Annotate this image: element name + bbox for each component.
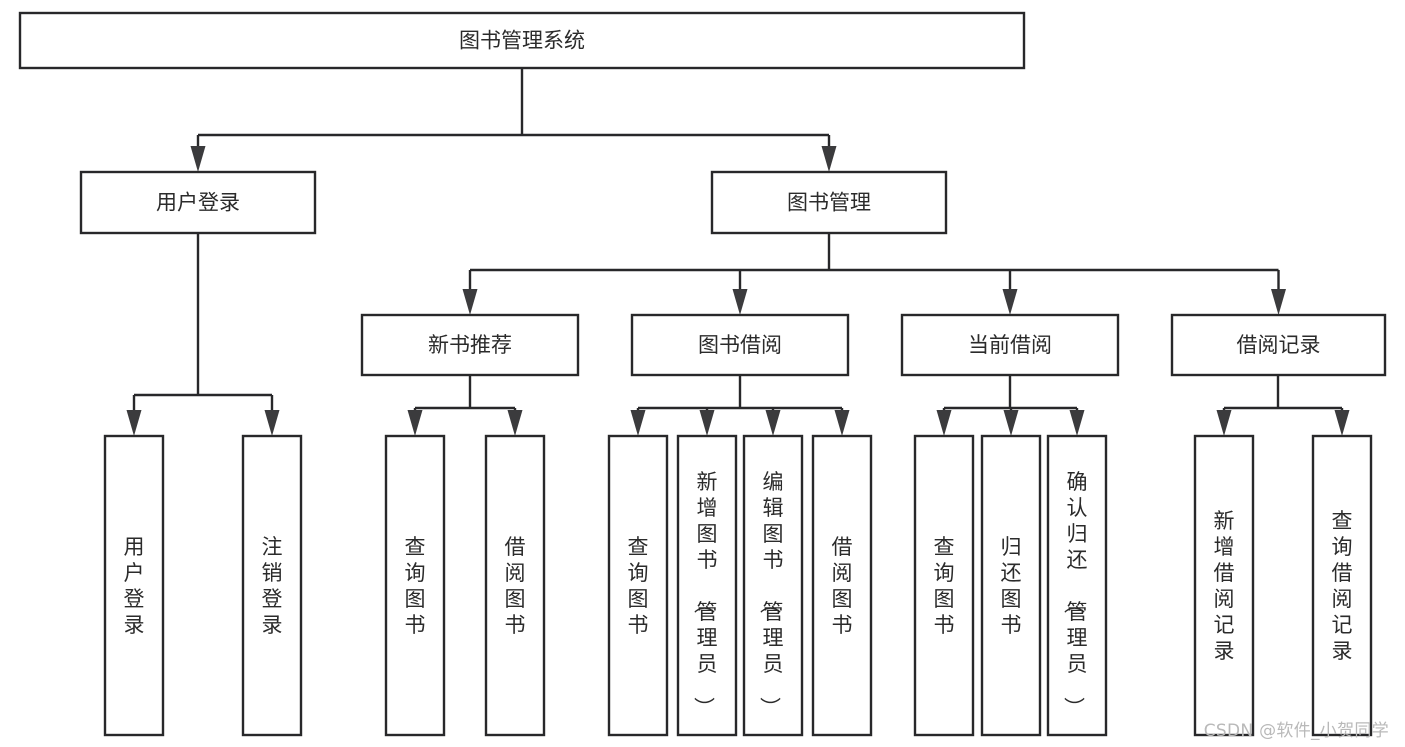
- arrow-head-icon: [1216, 410, 1232, 436]
- node-label: 新增借阅记录: [1214, 509, 1235, 663]
- node-label: 新书推荐: [428, 333, 512, 357]
- node-label: 归还图书: [1001, 535, 1022, 637]
- arrow-head-icon: [936, 410, 952, 436]
- node-label: 当前借阅: [968, 333, 1052, 357]
- node-box[interactable]: [384, 434, 446, 737]
- node-box[interactable]: [630, 313, 850, 377]
- connector-layer: [126, 68, 1350, 436]
- node-box[interactable]: [1046, 434, 1108, 737]
- arrow-head-icon: [765, 410, 781, 436]
- arrow-head-icon: [462, 289, 478, 315]
- arrow-head-icon: [821, 146, 837, 172]
- node-box[interactable]: [241, 434, 303, 737]
- arrow-head-icon: [1002, 289, 1018, 315]
- connector-c-newbook-leaves: [407, 375, 523, 436]
- node-box[interactable]: [710, 170, 948, 235]
- node-box[interactable]: [811, 434, 873, 737]
- arrow-head-icon: [834, 410, 850, 436]
- node-box[interactable]: [1193, 434, 1255, 737]
- arrow-head-icon: [126, 410, 142, 436]
- node-newbook[interactable]: 新书推荐: [360, 313, 580, 377]
- node-label: 查询图书: [628, 535, 649, 637]
- node-label: 查询图书: [405, 535, 426, 637]
- arrow-head-icon: [264, 410, 280, 436]
- node-box[interactable]: [360, 313, 580, 377]
- arrow-head-icon: [1271, 289, 1286, 315]
- node-box[interactable]: [484, 434, 546, 737]
- node-label: 编辑图书（管理员）: [758, 470, 784, 718]
- node-leaf13[interactable]: 查询借阅记录: [1311, 434, 1373, 737]
- node-box[interactable]: [742, 434, 804, 737]
- node-leaf12[interactable]: 新增借阅记录: [1193, 434, 1255, 737]
- node-leaf1[interactable]: 用户登录: [103, 434, 165, 737]
- node-box[interactable]: [1311, 434, 1373, 737]
- arrow-head-icon: [1003, 410, 1019, 436]
- node-box[interactable]: [103, 434, 165, 737]
- arrow-head-icon: [732, 289, 748, 315]
- arrow-head-icon: [190, 146, 206, 172]
- node-box[interactable]: [913, 434, 975, 737]
- node-leaf9[interactable]: 查询图书: [913, 434, 975, 737]
- node-box[interactable]: [18, 11, 1026, 70]
- watermark-text: CSDN @软件_小贺同学: [1203, 721, 1389, 741]
- node-leaf11[interactable]: 确认归还（管理员）: [1046, 434, 1108, 737]
- arrow-head-icon: [699, 410, 715, 436]
- node-label: 新增图书（管理员）: [692, 470, 718, 718]
- node-leaf7[interactable]: 编辑图书（管理员）: [742, 434, 804, 737]
- node-box[interactable]: [607, 434, 669, 737]
- node-records[interactable]: 借阅记录: [1170, 313, 1387, 377]
- node-leaf5[interactable]: 查询图书: [607, 434, 669, 737]
- node-label: 图书管理: [787, 191, 871, 215]
- node-box[interactable]: [676, 434, 738, 737]
- connector-c-root-l2: [190, 68, 837, 172]
- node-leaf4[interactable]: 借阅图书: [484, 434, 546, 737]
- node-label: 借阅图书: [832, 535, 853, 637]
- arrow-head-icon: [1069, 410, 1085, 436]
- arrow-head-icon: [1334, 410, 1350, 436]
- node-box[interactable]: [79, 170, 317, 235]
- node-label: 用户登录: [124, 535, 145, 637]
- node-leaf8[interactable]: 借阅图书: [811, 434, 873, 737]
- node-box[interactable]: [980, 434, 1042, 737]
- node-label: 图书借阅: [698, 333, 782, 357]
- node-layer: 图书管理系统用户登录图书管理新书推荐图书借阅当前借阅借阅记录用户登录注销登录查询…: [18, 11, 1387, 737]
- connector-c-records-leaves: [1216, 375, 1350, 436]
- arrow-head-icon: [407, 410, 423, 436]
- node-leaf2[interactable]: 注销登录: [241, 434, 303, 737]
- node-login[interactable]: 用户登录: [79, 170, 317, 235]
- node-leaf10[interactable]: 归还图书: [980, 434, 1042, 737]
- node-label: 借阅图书: [505, 535, 526, 637]
- node-label: 注销登录: [262, 535, 283, 637]
- node-root[interactable]: 图书管理系统: [18, 11, 1026, 70]
- node-box[interactable]: [900, 313, 1120, 377]
- connector-c-login-leaves: [126, 233, 280, 436]
- node-label: 确认归还（管理员）: [1062, 470, 1088, 718]
- node-label: 用户登录: [156, 191, 240, 215]
- node-borrow[interactable]: 图书借阅: [630, 313, 850, 377]
- node-leaf6[interactable]: 新增图书（管理员）: [676, 434, 738, 737]
- node-label: 图书管理系统: [459, 29, 585, 53]
- node-leaf3[interactable]: 查询图书: [384, 434, 446, 737]
- node-current[interactable]: 当前借阅: [900, 313, 1120, 377]
- arrow-head-icon: [507, 410, 523, 436]
- node-label: 查询借阅记录: [1332, 509, 1353, 663]
- connector-c-current-leaves: [936, 375, 1085, 436]
- connector-c-bookmgmt-l3: [462, 233, 1286, 315]
- node-box[interactable]: [1170, 313, 1387, 377]
- node-label: 借阅记录: [1237, 333, 1321, 357]
- node-label: 查询图书: [934, 535, 955, 637]
- connector-c-borrow-leaves: [630, 375, 850, 436]
- node-bookmgmt[interactable]: 图书管理: [710, 170, 948, 235]
- arrow-head-icon: [630, 410, 646, 436]
